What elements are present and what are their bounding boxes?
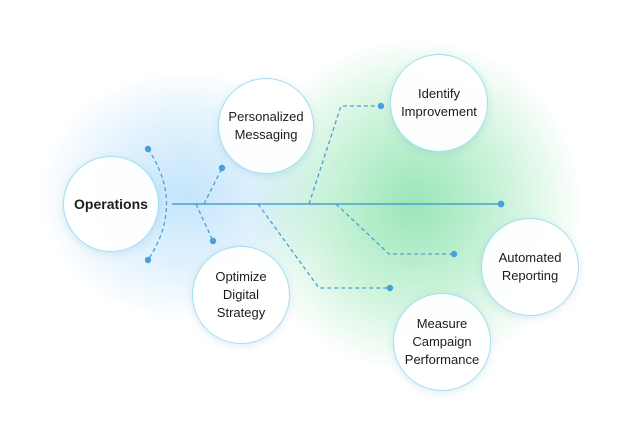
branch-measure-dot [386, 284, 394, 292]
measure-campaign-performance-node: Measure Campaign Performance [393, 293, 491, 391]
optimize-digital-strategy-node: Optimize Digital Strategy [192, 246, 290, 344]
personalized-messaging-node: Personalized Messaging [218, 78, 314, 174]
operations-label: Operations [74, 196, 148, 212]
branch-optimize-dot [209, 237, 217, 245]
branch-automated [335, 203, 454, 255]
arc-connector [147, 148, 168, 261]
spine-end-dot [497, 200, 505, 208]
identify-improvement-node: Identify Improvement [390, 54, 488, 152]
branch-personalized-dot [218, 164, 226, 172]
branch-identify [308, 105, 381, 205]
branch-automated-dot [450, 250, 458, 258]
branch-optimize [195, 203, 214, 242]
identify-improvement-label: Identify Improvement [401, 86, 477, 119]
arc-bottom-dot [144, 256, 152, 264]
personalized-messaging-label: Personalized Messaging [228, 109, 304, 142]
measure-campaign-performance-label: Measure Campaign Performance [404, 316, 480, 367]
operations-node: Operations [63, 156, 159, 252]
automated-reporting-label: Automated Reporting [498, 250, 562, 283]
optimize-digital-strategy-label: Optimize Digital Strategy [215, 269, 267, 320]
automated-reporting-node: Automated Reporting [481, 218, 579, 316]
arc-top-dot [144, 145, 152, 153]
branch-personalized [203, 167, 223, 205]
branch-identify-dot [377, 102, 385, 110]
